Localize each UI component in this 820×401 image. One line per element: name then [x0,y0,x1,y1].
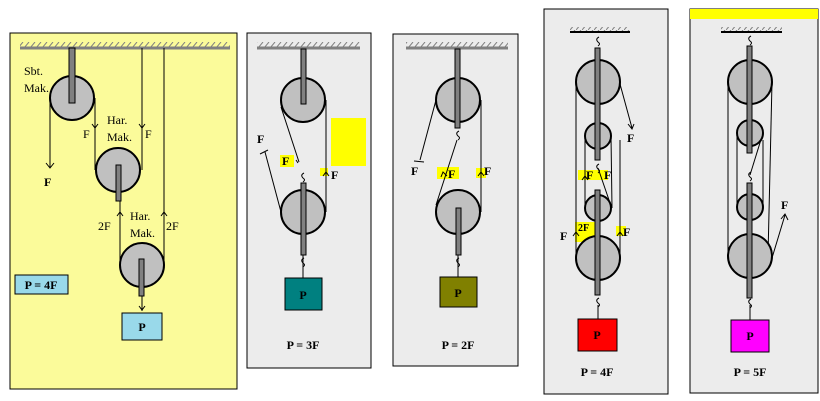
formula: P = 4F [581,365,614,379]
force-label: F [484,164,491,178]
highlight [320,168,328,176]
load-box [121,312,163,341]
moving-pulley-1-axle [115,164,122,202]
load-label: P [593,328,600,342]
panel-5-rope-block-and-tackle: F P P = 5F [689,8,819,394]
hook-icon [748,35,752,46]
fixed-pulley-axle [68,47,76,104]
force-label: F [623,225,630,239]
force-label: F [781,198,788,212]
rope-3 [116,201,124,265]
rope-pull [259,149,282,213]
load-label: P [138,320,145,334]
highlight [578,170,608,180]
fixed-block-axle [594,47,601,161]
moving-label: Har. [107,113,127,127]
formula: P = 3F [287,338,320,352]
load-label: P [746,329,753,343]
fixed-block-axle [746,45,753,154]
force-label: F [411,164,418,178]
force-label: F [604,168,611,182]
panel-compound-pulley: Sbt. Mak. Har. Mak. Har. Mak. F F F 2F 2… [9,32,238,390]
rope [572,82,580,258]
hook-icon [596,36,600,47]
fixed-pulley-axle [300,48,307,105]
ceiling-hatch [257,42,360,48]
load-box [577,318,618,352]
load-box [284,277,323,311]
panel-3-rope-pulley: F F F P P = 3F [246,32,372,369]
ceiling-hatch [570,27,630,32]
panel-2-rope-pulley: F F F P P = 2F [392,33,519,367]
moving-label: Mak. [107,130,132,144]
rope [597,135,613,209]
hook-icon [456,257,460,268]
ceiling-hatch [721,27,782,32]
force-label: 2F [578,223,589,234]
formula: P = 4F [25,278,58,292]
load-box [439,276,478,308]
force-label: F [627,131,634,145]
rope [280,106,300,164]
force-label: F [560,229,567,243]
rope [477,100,485,212]
moving-label: Mak. [130,226,155,240]
formula: P = 2F [442,338,475,352]
formula: P = 5F [734,365,767,379]
rope [435,139,458,206]
highlight [280,155,294,167]
moving-block-axle [594,189,601,296]
hook-icon [596,297,600,308]
moving-pulley-2-axle [138,258,145,297]
moving-pulley-axle [455,207,462,256]
force-label: 2F [166,219,179,233]
force-label: F [448,167,455,181]
rope-2 [138,48,146,170]
hook-icon [301,172,305,183]
force-label: F [145,127,152,141]
rope [322,100,330,212]
rope-load [138,296,146,311]
force-label: F [257,132,264,146]
hook-icon [596,163,600,174]
force-label: 2F [98,219,111,233]
rope-4 [160,48,168,265]
force-label: F [586,168,593,182]
rope [616,140,624,258]
highlight [437,167,459,179]
rope [767,81,773,257]
load-label: P [454,286,461,300]
hook-icon [456,130,460,141]
force-label: F [331,168,338,182]
ceiling-hatch [20,42,230,48]
highlight [616,226,626,236]
ceiling-hatch [406,42,508,48]
force-label: F [282,154,289,168]
rope-1 [91,98,99,170]
moving-block-axle [746,182,753,299]
moving-pulley-axle [300,182,307,256]
highlight-block [331,118,366,166]
rope-pull [619,83,635,130]
rope-pull [771,213,789,259]
load-label: P [299,288,306,302]
force-label: F [83,127,90,141]
load-box [730,319,770,353]
panel-4-rope-block-and-tackle: F F F 2F F F P P = 4F [543,8,669,395]
hook-icon [748,171,752,182]
formula-box [14,274,69,295]
rope-pull [45,98,55,169]
fixed-label: Mak. [24,81,49,95]
hook-icon [301,257,305,268]
highlight-bar [690,9,818,19]
rope-pull [413,99,437,163]
rope [581,136,589,208]
fixed-pulley-axle [454,48,461,129]
fixed-label: Sbt. [24,64,43,78]
hook-icon [748,298,752,309]
force-label: F [44,175,51,189]
moving-label: Har. [130,209,150,223]
